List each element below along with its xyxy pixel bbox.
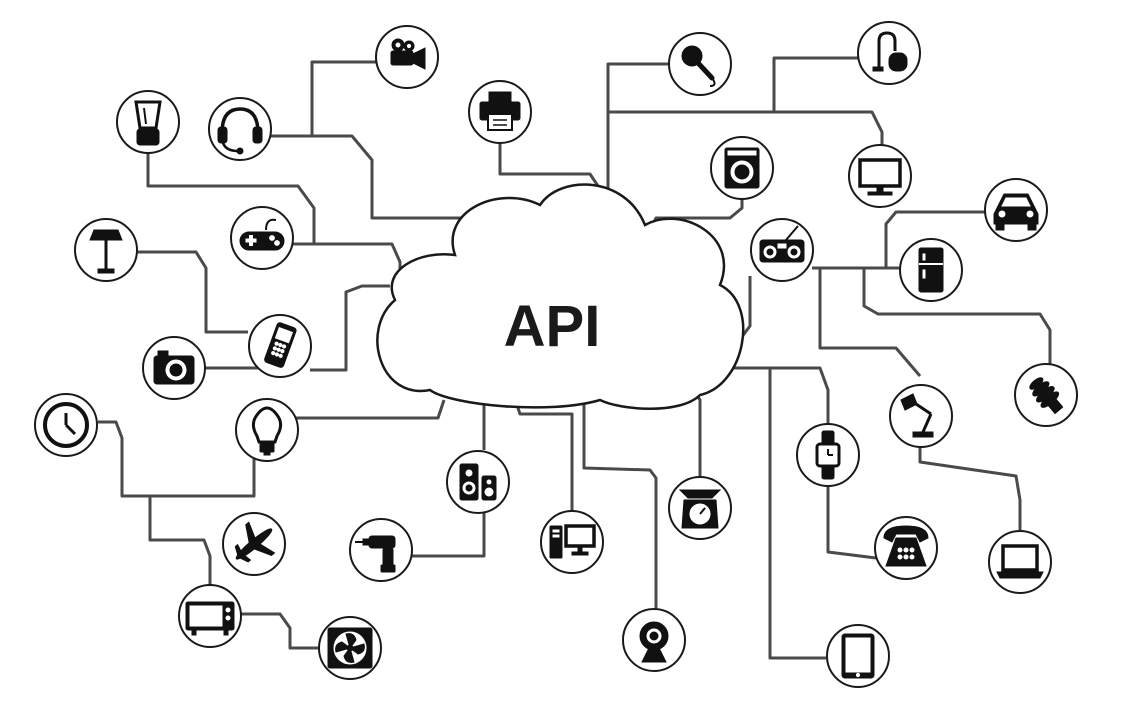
wire-headset [270,134,465,220]
wire-webcam [582,400,658,608]
node-ring [857,21,921,85]
printer-icon [479,91,521,131]
airplane-icon [234,521,276,563]
monitor-icon [858,158,902,196]
wire-drill [412,512,486,558]
wire-tablet [768,368,826,660]
wire-laptop [918,446,1022,530]
video-camera-icon [390,38,426,70]
node-light-bulb [235,398,299,462]
node-kitchen-scale [668,476,732,540]
wire-microphone [606,62,670,214]
game-controller-icon [239,218,285,251]
clock-icon [43,402,89,448]
desktop-computer-icon [549,524,596,559]
wire-car [884,210,986,268]
node-printer [468,80,532,144]
microphone-icon [681,45,716,87]
wrist-watch-icon [815,430,841,480]
node-mobile-phone [248,314,312,378]
connector-lines [98,56,1052,660]
wire-video-camera [310,60,378,136]
spiral-bulb-icon [1029,377,1064,415]
node-blender [116,90,180,154]
wire-clock [98,420,256,498]
vacuum-cleaner-icon [872,31,908,72]
drill-icon [355,535,396,573]
node-webcam [622,608,686,672]
node-tv [178,584,242,648]
node-airplane [222,512,286,576]
node-spiral-bulb [1014,363,1078,427]
telephone-icon [883,525,929,567]
wire-wrist-watch [724,366,830,424]
node-car [984,178,1048,242]
speaker-icon [459,463,497,501]
node-desk-lamp [889,384,953,448]
node-ring [889,384,953,448]
wire-monitor [774,110,884,146]
wire-desktop [514,401,574,512]
headset-icon [217,107,263,155]
node-wrist-watch [796,423,860,487]
node-vacuum-cleaner [857,21,921,85]
node-desktop-computer [540,510,604,574]
node-microphone [668,32,732,96]
wire-desk-lamp [818,268,922,377]
wire-mobile-phone [310,284,390,372]
api-cloud: API [376,183,745,410]
node-telephone [874,516,938,580]
wire-blender [146,152,402,270]
blender-icon [134,100,162,146]
tablet-icon [841,633,875,679]
washing-machine-icon [724,147,760,189]
node-floor-lamp [74,218,138,282]
wire-vacuum [608,56,858,114]
wire-floor-lamp [136,250,248,334]
node-refrigerator [899,238,963,302]
node-ring [349,518,413,582]
node-washing-machine [710,136,774,200]
node-radio [750,218,814,282]
car-icon [993,193,1039,231]
cloud-label: API [504,294,601,359]
light-bulb-icon [251,406,283,456]
refrigerator-icon [918,247,944,293]
wire-light-bulb [296,399,446,420]
device-nodes [34,21,1078,688]
node-clock [34,393,98,457]
desk-lamp-icon [900,393,934,438]
node-speaker [446,450,510,514]
floor-lamp-icon [89,229,123,274]
mobile-phone-icon [264,322,297,368]
node-video-camera [375,25,439,89]
node-drill [349,518,413,582]
node-camera [142,336,206,400]
cloud-shape [376,183,745,410]
node-tablet [826,624,890,688]
radio-icon [759,225,805,263]
node-game-controller [230,206,294,270]
node-monitor [848,144,912,208]
wire-kitchen-scale [694,393,702,478]
wire-airplane [148,496,212,590]
laptop-icon [996,544,1044,579]
wire-tv-fan [240,612,320,650]
node-headset [208,97,272,161]
wire-telephone [826,484,877,560]
tv-icon [185,601,235,636]
webcam-icon [639,621,669,663]
node-fan [318,616,382,680]
kitchen-scale-icon [678,489,722,529]
fan-icon [327,627,373,669]
node-laptop [988,530,1052,594]
wire-spiral-bulb [862,268,1052,366]
camera-icon [153,350,195,385]
